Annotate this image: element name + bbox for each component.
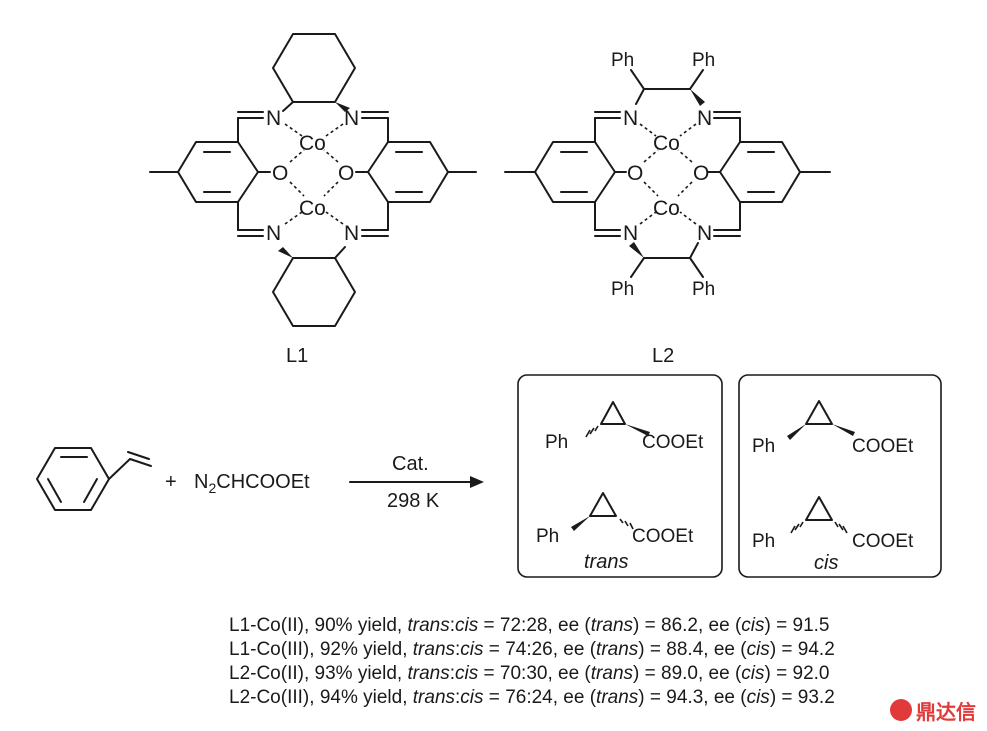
l2-n-bottom-right: N [697, 222, 712, 245]
result-cis-term: cis [455, 615, 479, 636]
result-trans-term: trans [407, 615, 450, 636]
trans-products-box [517, 374, 723, 578]
results-list: L1-Co(II), 90% yield, trans:cis = 72:28,… [229, 614, 981, 710]
l2-n-top-left: N [623, 107, 638, 130]
result-trans-term: trans [596, 687, 639, 708]
cis-label: cis [814, 552, 838, 574]
result-ratio: 76:24 [505, 687, 553, 708]
watermark: 鼎达信 [890, 697, 982, 724]
l1-n-top-right: N [344, 107, 359, 130]
l2-ph-top-left: Ph [611, 50, 634, 71]
result-ee-trans: 94.3 [666, 687, 704, 708]
cis-product-2 [790, 496, 848, 534]
trans-product-1-ph: Ph [545, 432, 568, 453]
result-ee-cis: 94.2 [797, 639, 835, 660]
l1-n-top-left: N [266, 107, 281, 130]
l1-o-left: O [272, 162, 288, 185]
ligand-l1-label: L1 [286, 345, 308, 367]
result-ratio: 70:30 [499, 663, 548, 684]
result-trans-term: trans [412, 687, 456, 708]
ligand-l1-structure: N N Co O O Co N N [149, 33, 477, 327]
cis-product-1-ester: COOEt [852, 436, 914, 457]
result-cis-term: cis [746, 639, 770, 660]
trans-label: trans [584, 551, 628, 573]
trans-product-2-ph: Ph [536, 526, 559, 547]
l1-co-bottom: Co [299, 197, 326, 220]
result-ee-cis: 92.0 [792, 663, 830, 684]
result-trans-term: trans [412, 639, 456, 660]
result-yield: 93% yield [314, 663, 397, 684]
ligand-l2-structure: Ph Ph N N Co O O Co N N Ph Ph [504, 50, 831, 300]
l2-o-right: O [693, 162, 709, 185]
result-catalyst: L1-Co(II) [229, 615, 304, 636]
l2-co-bottom: Co [653, 197, 680, 220]
cis-product-2-ph: Ph [752, 531, 775, 552]
l1-n-bottom-right: N [344, 222, 359, 245]
cis-product-1 [787, 400, 855, 440]
result-cis-term: cis [746, 687, 770, 708]
styrene-structure [36, 447, 152, 511]
result-ee-trans: 88.4 [666, 639, 704, 660]
result-yield: 92% yield [319, 639, 403, 660]
result-cis-term: cis [741, 663, 765, 684]
result-trans-term: trans [596, 639, 639, 660]
cis-product-1-ph: Ph [752, 436, 775, 457]
cis-product-2-ester: COOEt [852, 531, 914, 552]
result-ee-trans: 86.2 [661, 615, 698, 636]
trans-product-1-ester: COOEt [642, 432, 704, 453]
trans-product-2 [571, 492, 634, 531]
l2-ph-top-right: Ph [692, 50, 715, 71]
result-yield: 94% yield [319, 687, 403, 708]
l2-ph-bottom-right: Ph [692, 279, 715, 300]
temperature-label: 298 K [387, 490, 440, 512]
result-ee-cis: 93.2 [797, 687, 835, 708]
reaction-arrow [349, 476, 484, 488]
plus-sign: + [165, 471, 177, 493]
result-cis-term: cis [460, 639, 484, 660]
result-catalyst: L1-Co(III) [229, 639, 310, 660]
result-line: L1-Co(II), 90% yield, trans:cis = 72:28,… [229, 615, 830, 636]
l1-co-top: Co [299, 132, 326, 155]
result-line: L2-Co(III), 94% yield, trans:cis = 76:24… [229, 687, 835, 708]
l2-n-bottom-left: N [623, 222, 638, 245]
l1-n-bottom-left: N [266, 222, 281, 245]
l2-o-left: O [627, 162, 643, 185]
trans-product-1 [585, 401, 650, 438]
result-trans-term: trans [407, 663, 450, 684]
l1-o-right: O [338, 162, 354, 185]
result-yield: 90% yield [314, 615, 397, 636]
result-ratio: 72:28 [499, 615, 548, 636]
trans-product-2-ester: COOEt [632, 526, 694, 547]
result-line: L2-Co(II), 93% yield, trans:cis = 70:30,… [229, 663, 830, 684]
result-ratio: 74:26 [505, 639, 553, 660]
result-catalyst: L2-Co(III) [229, 687, 310, 708]
l2-co-top: Co [653, 132, 680, 155]
result-cis-term: cis [741, 615, 765, 636]
result-cis-term: cis [460, 687, 484, 708]
diazo-reagent: N2CHCOOEt [194, 471, 310, 496]
l2-n-top-right: N [697, 107, 712, 130]
catalyst-label: Cat. [392, 453, 429, 475]
l2-ph-bottom-left: Ph [611, 279, 634, 300]
result-ee-cis: 91.5 [792, 615, 830, 636]
result-catalyst: L2-Co(II) [229, 663, 304, 684]
watermark-text: 鼎达信 [916, 701, 976, 724]
cis-products-box [738, 374, 942, 578]
result-line: L1-Co(III), 92% yield, trans:cis = 74:26… [229, 639, 835, 660]
result-cis-term: cis [455, 663, 479, 684]
result-trans-term: trans [590, 663, 634, 684]
result-ee-trans: 89.0 [661, 663, 698, 684]
ligand-l2-label: L2 [652, 345, 674, 367]
result-trans-term: trans [590, 615, 634, 636]
dingdaxin-logo-icon [890, 699, 912, 721]
